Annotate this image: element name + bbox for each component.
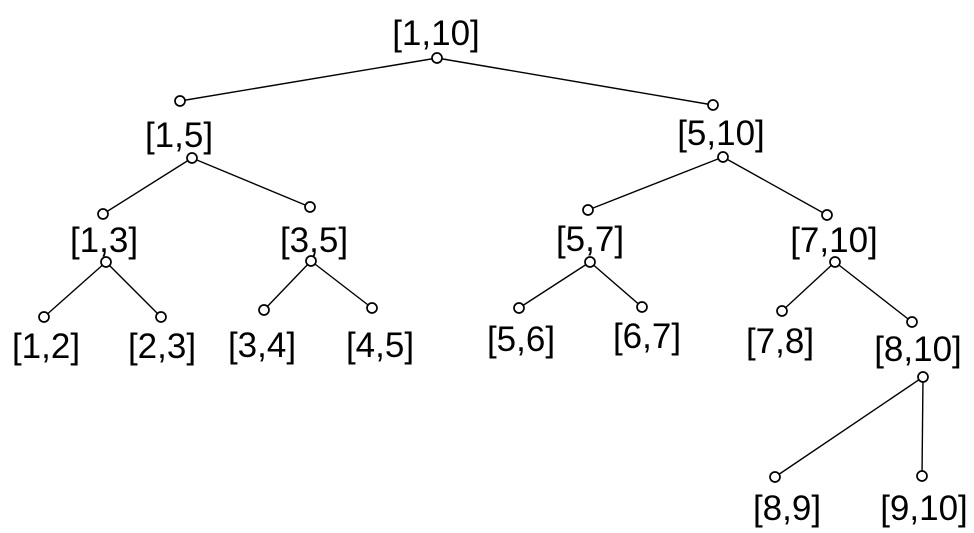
- tree-edge-8-10-to-8-9: [774, 376, 924, 478]
- node-connector-top-7-10: [821, 209, 833, 221]
- tree-edge-5-7-to-5-6: [518, 261, 591, 309]
- node-connector-top-8-10: [906, 316, 918, 328]
- tree-edge-8-10-to-9-10: [921, 376, 924, 477]
- node-connector-bottom-7-10: [829, 256, 841, 268]
- node-connector-bottom-5-10: [717, 151, 729, 163]
- node-connector-bottom-1-5: [186, 152, 198, 164]
- node-connector-top-6-7: [636, 301, 648, 313]
- tree-edge-3-5-to-4-5: [310, 260, 373, 309]
- tree-edge-7-10-to-8-10: [834, 261, 913, 323]
- tree-node-label-6-7: [6,7]: [613, 317, 681, 356]
- node-connector-top-4-5: [366, 302, 378, 314]
- tree-node-label-3-4: [3,4]: [228, 326, 296, 365]
- node-connector-top-2-3: [155, 311, 167, 323]
- tree-node-label-1-5: [1,5]: [145, 116, 213, 155]
- node-connector-top-1-5: [174, 95, 186, 107]
- tree-node-label-7-8: [7,8]: [746, 322, 814, 361]
- tree-node-label-4-5: [4,5]: [346, 326, 414, 365]
- tree-node-label-5-7: [5,7]: [556, 220, 624, 259]
- tree-node-label-2-3: [2,3]: [128, 327, 196, 366]
- node-connector-top-9-10: [916, 470, 928, 482]
- tree-edge-5-10-to-5-7: [587, 156, 724, 211]
- tree-edge-7-10-to-7-8: [781, 261, 836, 312]
- tree-edge-1-5-to-1-3: [102, 157, 193, 215]
- tree-node-label-1-10: [1,10]: [392, 14, 480, 53]
- tree-edge-1-3-to-2-3: [105, 261, 162, 318]
- node-connector-bottom-3-5: [305, 255, 317, 267]
- tree-node-label-3-5: [3,5]: [280, 221, 348, 260]
- node-connector-top-7-8: [776, 305, 788, 317]
- tree-node-label-9-10: [9,10]: [880, 489, 968, 528]
- node-connector-bottom-8-10: [917, 371, 929, 383]
- node-connector-top-8-9: [769, 471, 781, 483]
- tree-edge-5-7-to-6-7: [589, 261, 643, 308]
- node-connector-bottom-1-3: [100, 256, 112, 268]
- node-connector-top-1-3: [97, 208, 109, 220]
- node-connector-top-5-7: [582, 204, 594, 216]
- tree-node-label-5-10: [5,10]: [677, 114, 765, 153]
- node-connector-top-3-5: [304, 201, 316, 213]
- tree-edge-3-5-to-3-4: [263, 260, 312, 311]
- node-connector-top-5-6: [513, 302, 525, 314]
- node-connector-top-1-2: [38, 311, 50, 323]
- tree-node-label-8-10: [8,10]: [874, 330, 962, 369]
- tree-edge-1-10-to-1-5: [179, 57, 438, 102]
- tree-edge-1-5-to-3-5: [191, 157, 311, 208]
- tree-edge-5-10-to-7-10: [722, 156, 828, 216]
- tree-edge-1-3-to-1-2: [43, 261, 107, 318]
- tree-edge-1-10-to-5-10: [436, 57, 714, 106]
- node-connector-top-3-4: [258, 304, 270, 316]
- node-connector-bottom-5-7: [584, 256, 596, 268]
- tree-node-label-1-2: [1,2]: [12, 327, 80, 366]
- tree-node-label-8-9: [8,9]: [753, 489, 821, 528]
- tree-node-label-7-10: [7,10]: [790, 221, 878, 260]
- tree-node-label-5-6: [5,6]: [487, 320, 555, 359]
- tree-node-label-1-3: [1,3]: [70, 221, 138, 260]
- node-connector-bottom-1-10: [431, 52, 443, 64]
- node-connector-top-5-10: [707, 99, 719, 111]
